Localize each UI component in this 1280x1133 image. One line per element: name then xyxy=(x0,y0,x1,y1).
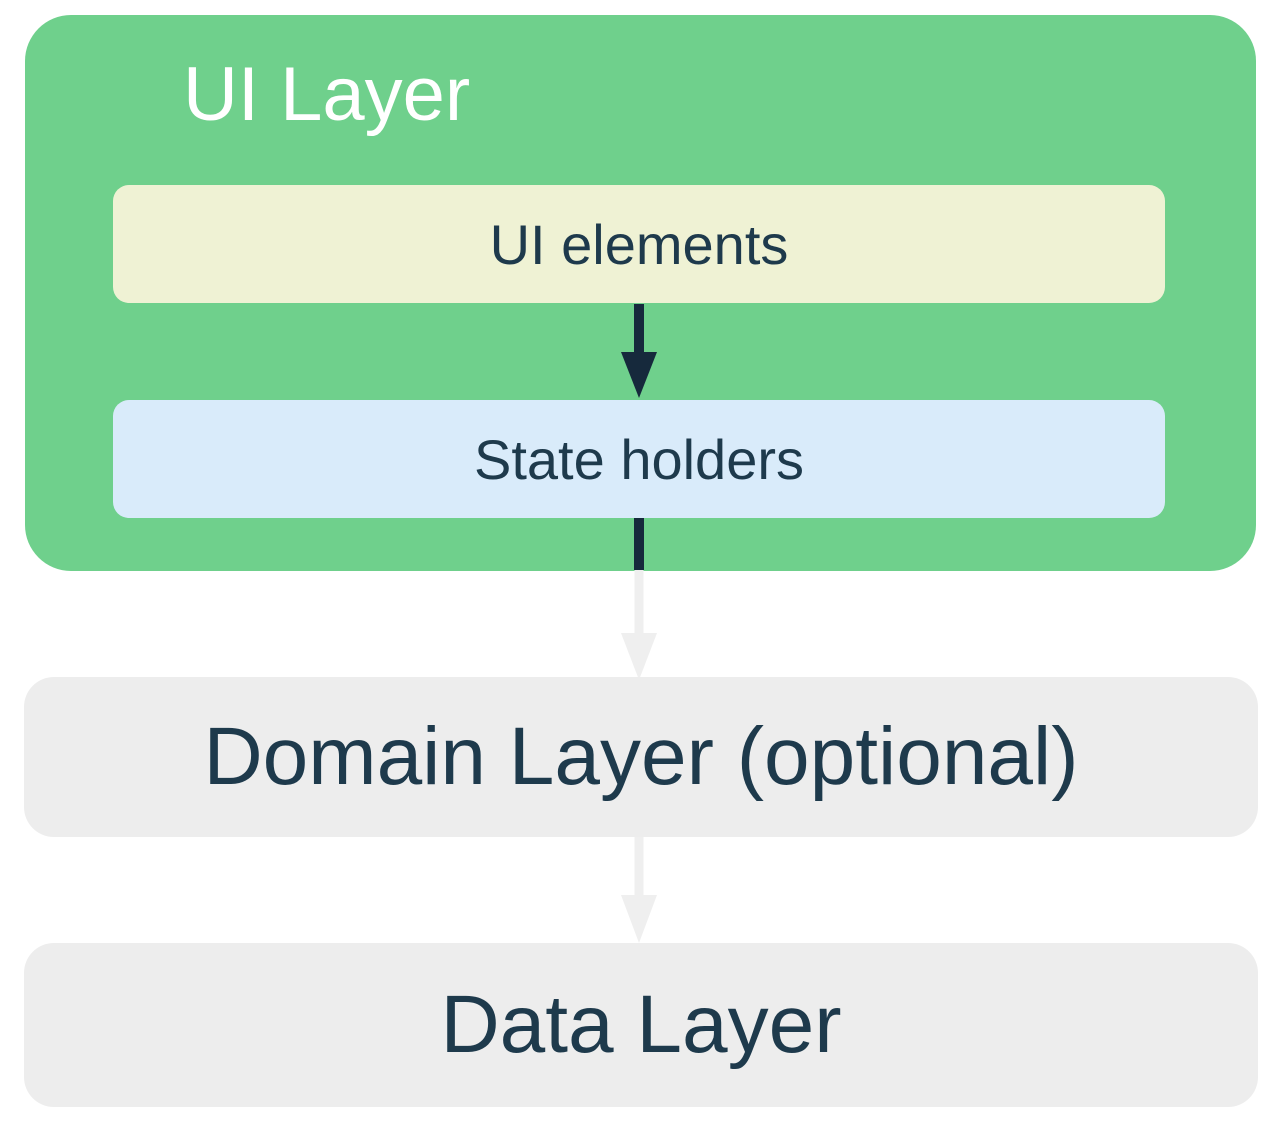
connector-state-holders-stub xyxy=(634,518,644,570)
arrow-down-domain-layer-to-data-layer-icon xyxy=(621,837,657,943)
domain-layer-box: Domain Layer (optional) xyxy=(24,677,1258,837)
arrow-down-state-holders-to-domain-layer-icon xyxy=(621,570,657,680)
data-layer-box: Data Layer xyxy=(24,943,1258,1107)
state-holders-box: State holders xyxy=(113,400,1165,518)
ui-elements-label: UI elements xyxy=(489,212,789,276)
ui-layer-title: UI Layer xyxy=(183,52,471,137)
ui-elements-box: UI elements xyxy=(113,185,1165,303)
arrow-down-ui-elements-to-state-holders-icon xyxy=(621,304,657,398)
data-layer-label: Data Layer xyxy=(440,979,842,1070)
state-holders-label: State holders xyxy=(474,427,804,491)
ui-layer-container: UI Layer UI elements State holders xyxy=(25,15,1256,571)
domain-layer-label: Domain Layer (optional) xyxy=(203,711,1079,802)
